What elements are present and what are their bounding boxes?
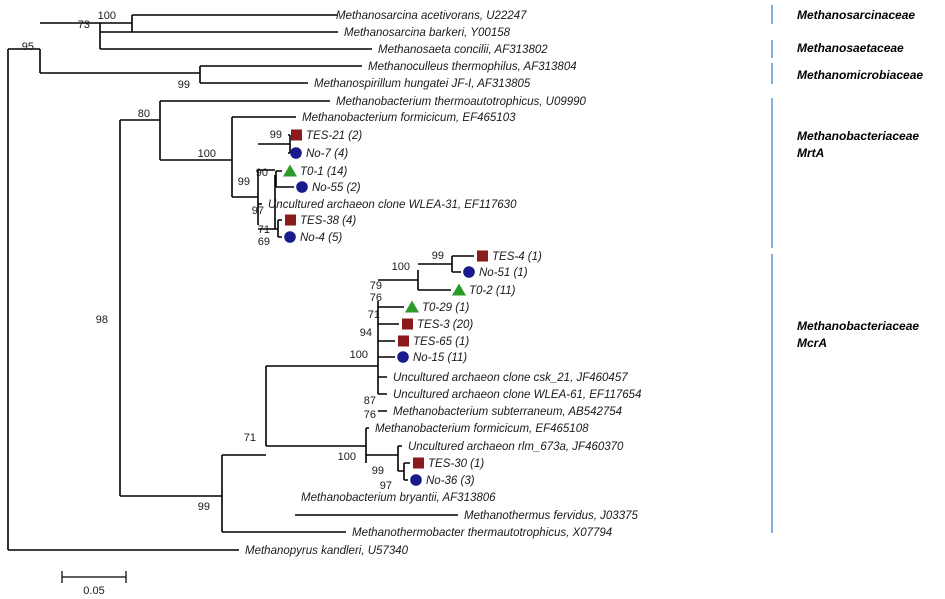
leaf-label: No-15 (11) <box>413 352 467 364</box>
bootstrap-label: 99 <box>372 465 384 477</box>
bootstrap-label: 69 <box>258 236 270 248</box>
scale-bar-line <box>61 571 127 583</box>
bootstrap-label: 95 <box>22 41 34 53</box>
leaf-label: No-4 (5) <box>300 232 342 244</box>
square-marker <box>398 335 409 347</box>
bootstrap-label: 100 <box>338 451 356 463</box>
leaf-label: Uncultured archaeon clone WLEA-61, EF117… <box>393 389 641 401</box>
leaf-label: Methanosaeta concilii, AF313802 <box>378 44 548 56</box>
bootstrap-label: 99 <box>432 250 444 262</box>
circle-marker <box>463 266 475 278</box>
bootstrap-label: 76 <box>364 409 376 421</box>
leaf-label: Methanospirillum hungatei JF-I, AF313805 <box>314 78 531 90</box>
leaf-label: Uncultured archaeon rlm_673a, JF460370 <box>408 441 624 453</box>
square-marker <box>291 129 302 141</box>
family-label: Methanosaetaceae <box>797 41 904 55</box>
family-label: MrtA <box>797 146 824 160</box>
leaf-label: TES-4 (1) <box>492 251 542 263</box>
bootstrap-label: 100 <box>98 10 116 22</box>
leaf-label: TES-21 (2) <box>306 130 362 142</box>
leaf-label: No-51 (1) <box>479 267 528 279</box>
square-marker <box>477 250 488 262</box>
triangle-marker <box>283 164 297 177</box>
leaf-label: Methanosarcina barkeri, Y00158 <box>344 27 511 39</box>
bootstrap-label: 71 <box>244 432 256 444</box>
bootstrap-label: 99 <box>178 79 190 91</box>
bootstrap-label: 73 <box>78 19 90 31</box>
bootstrap-label: 97 <box>252 205 264 217</box>
bootstrap-label: 99 <box>238 176 250 188</box>
sample-markers <box>283 129 488 486</box>
branch-lines <box>7 14 474 551</box>
square-marker <box>413 457 424 469</box>
family-label: Methanomicrobiaceae <box>797 68 923 82</box>
leaf-label: No-36 (3) <box>426 475 475 487</box>
bootstrap-label: 98 <box>96 314 108 326</box>
scale-bar-label: 0.05 <box>83 585 104 597</box>
family-groups: MethanosarcinaceaeMethanosaetaceaeMethan… <box>771 5 923 533</box>
scale-bar: 0.05 <box>61 571 127 597</box>
circle-marker <box>410 474 422 486</box>
family-label: Methanobacteriaceae <box>797 129 919 143</box>
leaf-label: TES-38 (4) <box>300 215 356 227</box>
bootstrap-label: 80 <box>138 108 150 120</box>
square-marker <box>285 214 296 226</box>
leaf-label: Methanobacterium thermoautotrophicus, U0… <box>336 96 587 108</box>
bootstrap-label: 99 <box>270 129 282 141</box>
circle-marker <box>284 231 296 243</box>
leaf-label: Uncultured archaeon clone WLEA-31, EF117… <box>268 199 517 211</box>
leaf-label: Methanoculleus thermophilus, AF313804 <box>368 61 577 73</box>
leaf-label: TES-3 (20) <box>417 319 473 331</box>
family-label: McrA <box>797 336 827 350</box>
bootstrap-label: 87 <box>364 395 376 407</box>
bootstrap-label: 90 <box>256 167 268 179</box>
leaf-label: Methanothermus fervidus, J03375 <box>464 510 638 522</box>
leaf-label: Methanopyrus kandleri, U57340 <box>245 545 409 557</box>
leaf-label: Methanobacterium subterraneum, AB542754 <box>393 406 622 418</box>
bootstrap-label: 100 <box>198 148 216 160</box>
bootstrap-label: 100 <box>392 261 410 273</box>
leaf-label: Methanobacterium formicicum, EF465103 <box>302 112 516 124</box>
bootstrap-label: 94 <box>360 327 372 339</box>
bootstrap-label: 71 <box>258 224 270 236</box>
circle-marker <box>397 351 409 363</box>
leaf-label: Methanobacterium formicicum, EF465108 <box>375 423 589 435</box>
leaf-label: T0-1 (14) <box>300 166 347 178</box>
bootstrap-label: 79 <box>370 280 382 292</box>
leaf-labels: Methanosarcina acetivorans, U22247Methan… <box>245 10 641 557</box>
leaf-label: T0-29 (1) <box>422 302 469 314</box>
bootstrap-label: 99 <box>198 501 210 513</box>
leaf-label: Uncultured archaeon clone csk_21, JF4604… <box>393 372 628 384</box>
bootstrap-label: 76 <box>370 292 382 304</box>
family-label: Methanobacteriaceae <box>797 319 919 333</box>
square-marker <box>402 318 413 330</box>
tree-branches <box>7 14 474 551</box>
leaf-label: Methanobacterium bryantii, AF313806 <box>301 492 496 504</box>
leaf-label: TES-30 (1) <box>428 458 484 470</box>
leaf-label: Methanosarcina acetivorans, U22247 <box>336 10 527 22</box>
leaf-label: No-55 (2) <box>312 182 361 194</box>
triangle-marker <box>405 300 419 313</box>
leaf-label: Methanothermobacter thermautotrophicus, … <box>352 527 612 539</box>
leaf-label: TES-65 (1) <box>413 336 469 348</box>
bootstrap-values: 1007395998010099999097716998991007976719… <box>22 10 444 513</box>
bootstrap-label: 97 <box>380 480 392 492</box>
leaf-label: T0-2 (11) <box>469 285 516 297</box>
triangle-marker <box>452 283 466 296</box>
circle-marker <box>290 147 302 159</box>
leaf-label: No-7 (4) <box>306 148 348 160</box>
circle-marker <box>296 181 308 193</box>
bootstrap-label: 71 <box>368 309 380 321</box>
family-label: Methanosarcinaceae <box>797 8 915 22</box>
bootstrap-label: 100 <box>350 349 368 361</box>
